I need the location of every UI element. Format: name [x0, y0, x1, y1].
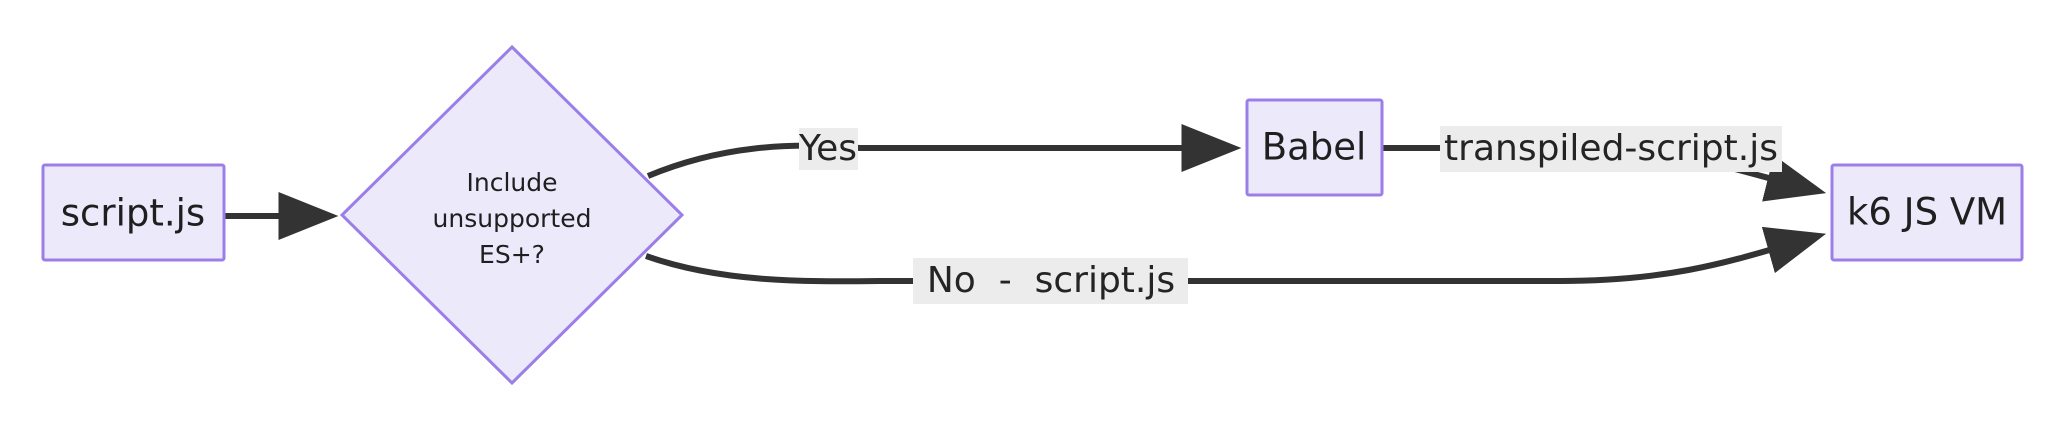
edge-decision-to-vm [645, 226, 1827, 285]
edge-decision-to-babel [646, 124, 1242, 179]
node-vm[interactable]: k6 JS VM [1830, 163, 2024, 262]
edge-label-yes: Yes [798, 128, 858, 170]
edge-label-transpiled-script: transpiled-script.js [1440, 126, 1782, 172]
edge-label-no-script-background [913, 258, 1188, 304]
node-script-label: script.js [61, 192, 205, 235]
node-vm-label: k6 JS VM [1847, 191, 2007, 234]
node-script[interactable]: script.js [41, 163, 226, 262]
edge-label-no-script-text: No - script.js [927, 260, 1175, 301]
node-babel-label: Babel [1262, 126, 1367, 169]
node-babel-shape[interactable] [1245, 98, 1384, 197]
node-decision-label-line1: Include [466, 168, 557, 197]
edge-label-transpiled-script-background [1440, 126, 1782, 172]
node-decision-shape[interactable] [339, 44, 685, 386]
node-script-shape[interactable] [41, 163, 226, 262]
node-decision-label-line2: unsupported [433, 204, 592, 233]
edge-label-layer: Yes transpiled-script.js No - script.js [798, 126, 1782, 304]
node-decision[interactable]: Include unsupported ES+? [339, 44, 685, 386]
edge-label-yes-text: Yes [798, 128, 857, 169]
edge-label-transpiled-script-text: transpiled-script.js [1444, 128, 1778, 169]
node-vm-shape[interactable] [1830, 163, 2024, 262]
edge-label-yes-background [799, 128, 858, 170]
node-babel[interactable]: Babel [1245, 98, 1384, 197]
node-decision-label-line3: ES+? [479, 240, 545, 269]
node-layer: script.js Include unsupported ES+? Babel… [41, 44, 2024, 386]
edge-label-no-script: No - script.js [913, 258, 1188, 304]
